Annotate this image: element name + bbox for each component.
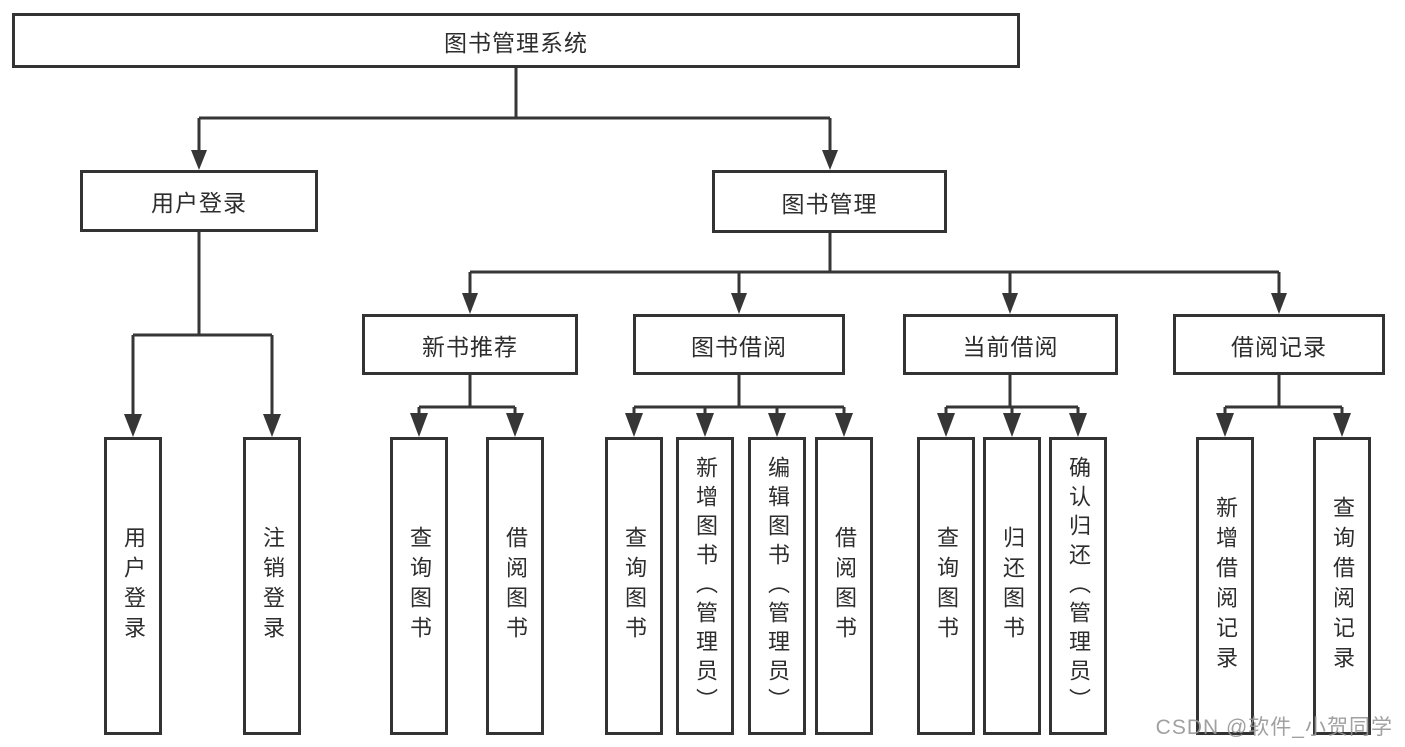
leaf-edit-books-admin: 编辑图书（管理员） xyxy=(748,437,806,735)
leaf-query-books-borrow: 查询图书 xyxy=(605,437,663,735)
arrowhead xyxy=(768,413,786,437)
node-user-login: 用户登录 xyxy=(80,170,318,232)
arrowhead xyxy=(937,413,955,437)
leaf-return-books: 归还图书 xyxy=(983,437,1041,735)
leaf-user-login: 用户登录 xyxy=(104,437,162,735)
arrowhead xyxy=(731,293,747,314)
arrowhead xyxy=(1003,413,1021,437)
arrowhead xyxy=(822,150,838,170)
leaf-add-borrow-record: 新增借阅记录 xyxy=(1196,437,1254,735)
arrowhead xyxy=(263,414,281,437)
leaf-query-books-current: 查询图书 xyxy=(917,437,975,735)
node-new-book-recommend: 新书推荐 xyxy=(362,314,578,375)
node-current-borrow: 当前借阅 xyxy=(903,314,1118,375)
arrowhead xyxy=(506,413,524,437)
node-borrow-records: 借阅记录 xyxy=(1173,314,1385,375)
leaf-borrow-books-recommend: 借阅图书 xyxy=(486,437,544,735)
arrowhead xyxy=(1002,293,1018,314)
node-book-borrow: 图书借阅 xyxy=(633,314,845,375)
leaf-borrow-books: 借阅图书 xyxy=(815,437,873,735)
arrowhead xyxy=(124,414,142,437)
leaf-confirm-return-admin: 确认归还（管理员） xyxy=(1049,437,1107,735)
arrowhead xyxy=(1069,413,1087,437)
leaf-add-books-admin: 新增图书（管理员） xyxy=(676,437,734,735)
arrowhead xyxy=(1271,293,1287,314)
arrowhead xyxy=(835,413,853,437)
arrowhead xyxy=(191,150,207,170)
root-node-library-management-system: 图书管理系统 xyxy=(12,13,1020,68)
node-book-management: 图书管理 xyxy=(712,170,947,233)
arrowhead xyxy=(625,413,643,437)
arrowhead xyxy=(1216,413,1234,437)
leaf-query-borrow-record: 查询借阅记录 xyxy=(1313,437,1371,735)
arrowhead xyxy=(462,293,478,314)
arrowhead xyxy=(696,413,714,437)
leaf-logout: 注销登录 xyxy=(243,437,301,735)
arrowhead xyxy=(1333,413,1351,437)
csdn-watermark: CSDN @软件_小贺同学 xyxy=(1155,716,1393,739)
arrowhead xyxy=(410,413,428,437)
leaf-query-books-recommend: 查询图书 xyxy=(390,437,448,735)
